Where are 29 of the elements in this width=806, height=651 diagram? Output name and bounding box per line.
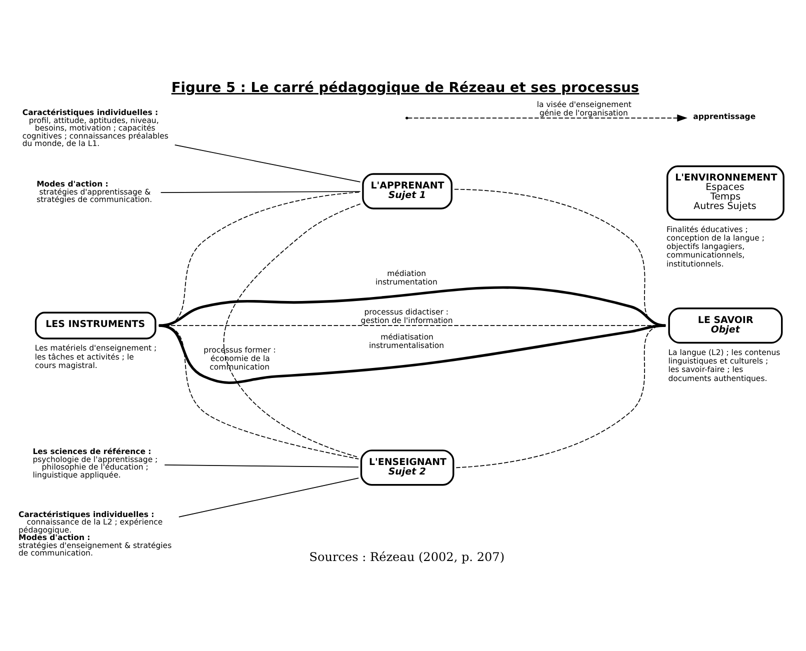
- node-text: Les sciences de référence : psychologie de l'apprentissage ; philosophie de l'éducation ; linguistique appliquée.: [32, 446, 158, 479]
- node-label: La langue (L2) ; les contenus linguistiques et culturels ; les savoir-faire ; les documents authentiques.: [668, 348, 780, 382]
- connector: [223, 203, 361, 458]
- node-box: L'APPRENANT Sujet 1: [362, 172, 452, 209]
- connector: [164, 464, 359, 468]
- connector: [178, 477, 359, 517]
- node-text: Caractéristiques individuelles : connaissance de la L2 ; expérience pédagogique. Modes d'action : stratégies d'enseignement & stratégies de communication.: [18, 509, 172, 558]
- node-box: L'ENVIRONNEMENT Espaces Temps Autres Sujets: [666, 164, 784, 220]
- edge-label: médiation instrumentation: [375, 268, 438, 286]
- node-box: LES INSTRUMENTS: [34, 311, 156, 339]
- diagram-title: Figure 5 : Le carré pédagogique de Rézeau et ses processus: [171, 80, 640, 96]
- connector: [174, 144, 361, 182]
- edge-label: la visée d'enseignement génie de l'organisation: [536, 100, 632, 118]
- edge-label: processus didactiser : gestion de l'information: [360, 307, 453, 325]
- connector: [158, 324, 666, 384]
- edge-label: processus former : économie de la communication: [204, 344, 276, 372]
- arrow: [408, 114, 688, 122]
- node-text: Caractéristiques individuelles : profil, attitude, aptitudes, niveau, besoins, motivation ; capacités cognitives ; connaissances préalables du monde, de la L1.: [22, 108, 168, 148]
- node-text: apprentissage: [693, 112, 756, 121]
- node-box: L'ENSEIGNANT Sujet 2: [360, 449, 454, 486]
- edge-label: médiatisation instrumentalisation: [368, 332, 444, 350]
- node-text: Modes d'action : stratégies d'apprentissage & stratégies de communication.: [36, 179, 152, 204]
- node-label: Finalités éducatives ; conception de la langue ; objectifs langagiers, communicationnels, institutionnels.: [666, 224, 764, 268]
- connector: [158, 286, 666, 326]
- connector: [158, 324, 360, 459]
- node-label: Les matériels d'enseignement ; les tâches et activités ; le cours magistral.: [34, 343, 157, 370]
- connector: [160, 190, 361, 193]
- node-box: LE SAVOIR Objet: [668, 307, 783, 344]
- caption: Sources : Rézeau (2002, p. 207): [309, 550, 505, 564]
